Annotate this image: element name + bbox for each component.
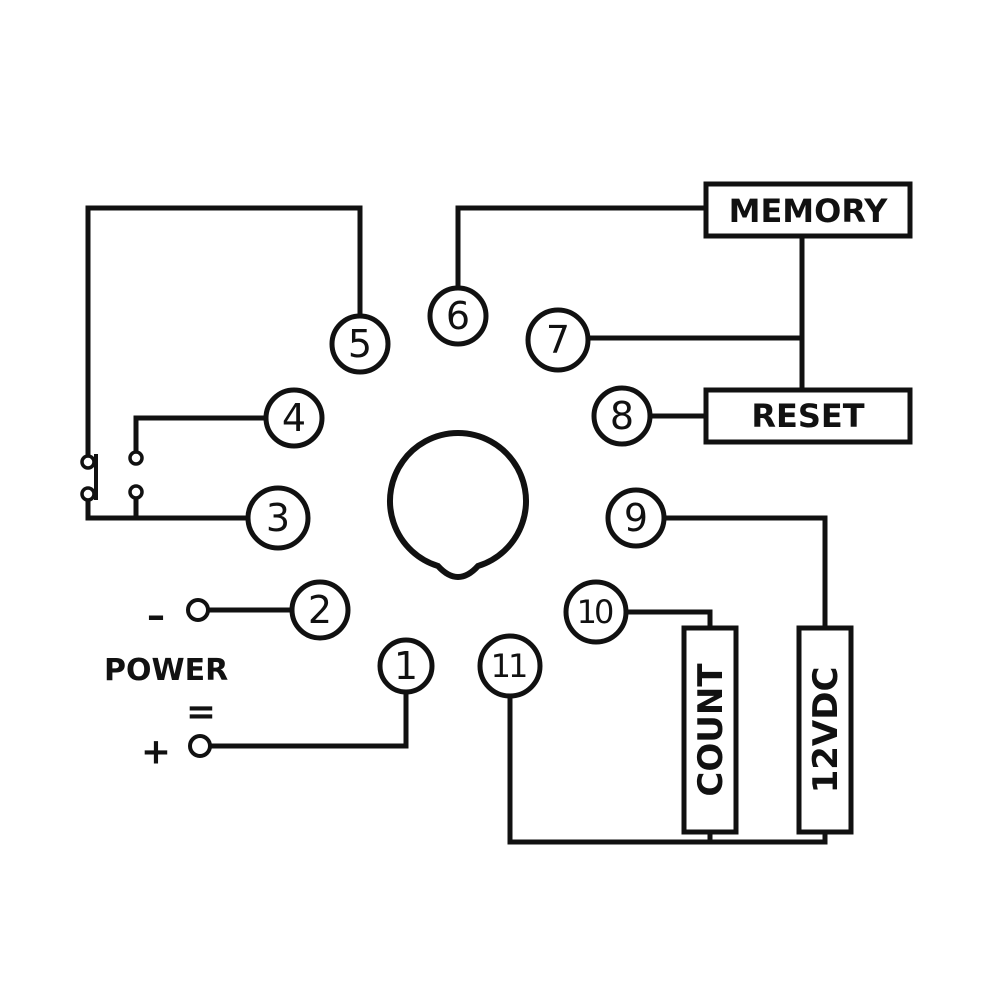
wire-pin1-plus: [209, 687, 409, 749]
pin-5-label: 5: [348, 322, 372, 366]
memory-box: MEMORY: [703, 181, 913, 239]
reset-box: RESET: [703, 387, 913, 445]
relay-contacts: [80, 450, 144, 502]
pin-3: 3: [245, 485, 311, 551]
pin-1: 1: [377, 637, 435, 695]
contact-right-bottom: [128, 484, 144, 500]
pin-6: 6: [427, 285, 489, 347]
pin-11: 11: [477, 633, 543, 699]
pin-1-label: 1: [394, 644, 418, 688]
pin-9-label: 9: [624, 496, 648, 540]
power-label: POWER: [104, 653, 228, 688]
contact-right-top: [128, 450, 144, 466]
plus-terminal: [188, 734, 212, 758]
supply-label: 12VDC: [806, 667, 846, 794]
pin-3-label: 3: [266, 496, 290, 540]
pin-4: 4: [263, 387, 325, 449]
socket-center-key: [387, 430, 529, 580]
wire-pin6-memory: [455, 205, 709, 289]
power-section: – POWER = +: [104, 596, 228, 773]
wire-pin5-contact: [85, 205, 363, 461]
pin-7-label: 7: [546, 318, 570, 362]
minus-sign: –: [147, 596, 165, 637]
pin-6-label: 6: [446, 294, 470, 338]
count-box: COUNT: [681, 625, 739, 835]
contact-left-top: [80, 454, 96, 470]
reset-label: RESET: [751, 397, 864, 435]
wire-pin9-supply: [663, 515, 828, 631]
pin-10-label: 10: [577, 593, 613, 631]
pin-8: 8: [591, 385, 653, 447]
pin-2-label: 2: [308, 588, 332, 632]
minus-terminal: [186, 598, 210, 622]
pin-10: 10: [563, 579, 629, 645]
wire-pin10-count: [623, 609, 713, 631]
supply-box: 12VDC: [796, 625, 854, 835]
plus-sign: +: [141, 732, 171, 773]
ac-dc-symbol: =: [186, 692, 216, 733]
pin-5: 5: [329, 313, 391, 375]
pin-11-label: 11: [491, 647, 526, 685]
pin-4-label: 4: [282, 396, 306, 440]
contact-left-bottom: [80, 486, 96, 502]
wire-pin11-common: [507, 692, 828, 845]
wire-pin4-contact: [133, 415, 271, 455]
memory-label: MEMORY: [729, 192, 889, 230]
wire-contact-left-bottom: [85, 495, 251, 521]
pin-2: 2: [289, 579, 351, 641]
pin-8-label: 8: [610, 394, 634, 438]
pin-9: 9: [605, 487, 667, 549]
pin-7: 7: [525, 307, 591, 373]
count-label: COUNT: [691, 663, 731, 797]
